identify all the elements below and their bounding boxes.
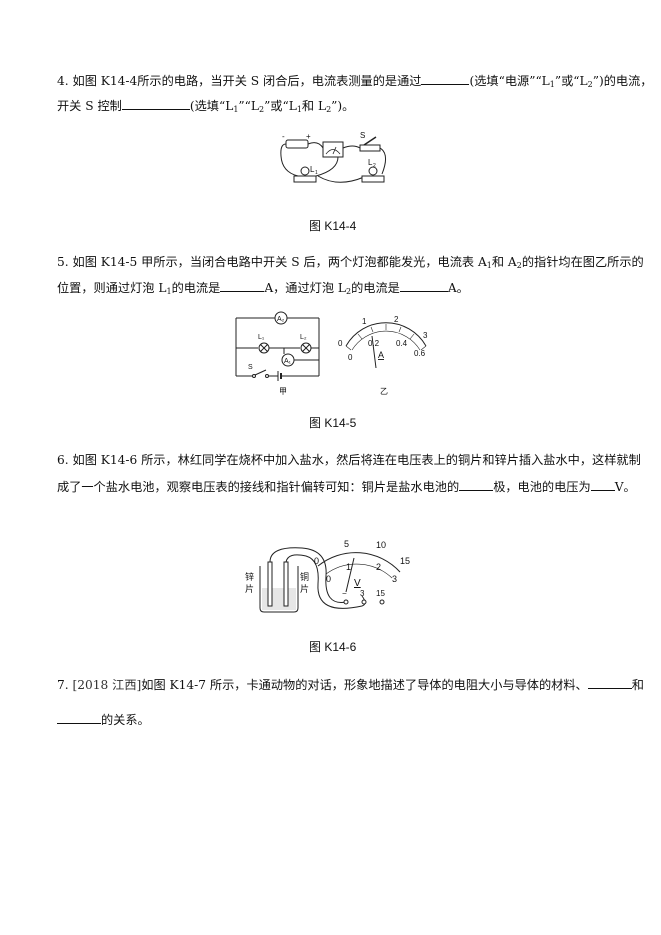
dial-inner-tick: 2 xyxy=(376,562,381,572)
dial-inner-tick: 0.2 xyxy=(368,339,380,348)
q7-blank-1 xyxy=(587,676,632,689)
q5-blank-2 xyxy=(399,279,448,292)
q5-blank-1 xyxy=(220,279,265,292)
dial-outer-tick: 5 xyxy=(344,539,349,549)
q5-line-1: 5. 如图 K14-5 甲所示，当闭合电路中开关 S 后，两个灯泡都能发光，电流… xyxy=(57,255,644,270)
svg-text:2: 2 xyxy=(373,163,376,169)
dial-unit-label: A xyxy=(378,350,384,360)
dial-needle xyxy=(345,557,355,593)
dial-inner-tick: 3 xyxy=(392,574,397,584)
q4-line-2: 开关 S 控制(选填“L1”“L2”或“L1和 L2”)。 xyxy=(57,97,355,114)
switch-label: S xyxy=(360,131,365,140)
q4-blank-2 xyxy=(121,97,190,110)
q7-number: 7. xyxy=(57,678,69,692)
terminal-minus: − xyxy=(342,589,347,598)
dial-outer-tick: 2 xyxy=(394,315,399,324)
svg-text:片: 片 xyxy=(300,583,309,594)
dial-outer-tick: 15 xyxy=(400,556,410,566)
bulb-l1-label: L xyxy=(310,165,315,174)
terminal-3: 3 xyxy=(360,589,365,598)
dial-unit-label: V xyxy=(354,578,361,589)
svg-text:1: 1 xyxy=(315,170,318,176)
q7-line-1: 7. [2018 江西]如图 K14-7 所示，卡通动物的对话，形象地描述了导体… xyxy=(57,676,644,692)
copper-label: 铜 xyxy=(300,571,309,582)
circuit-diagram-jia: A₂ L₁ L₂ A₁ S 甲 xyxy=(235,311,320,396)
q7-source: [2018 江西] xyxy=(72,678,142,692)
terminal-15: 15 xyxy=(376,589,385,598)
ammeter-dial-yi: 0 1 2 3 0 0.2 0.4 0.6 A 乙 xyxy=(338,315,428,396)
q5-number: 5. xyxy=(57,255,69,269)
dial-inner-tick: 0.4 xyxy=(396,339,408,348)
figure-caption-k14-5: 图 K14-5 xyxy=(309,416,357,430)
q4-blank-1 xyxy=(421,72,470,85)
dial-inner-tick: 0 xyxy=(326,574,331,584)
figure-label-jia: 甲 xyxy=(279,387,287,396)
battery-minus-label: - xyxy=(282,132,285,141)
dial-inner-tick: 0.6 xyxy=(414,349,426,358)
dial-outer-tick: 3 xyxy=(423,331,428,340)
dial-inner-tick: 1 xyxy=(346,562,351,572)
q7-line-2: 的关系。 xyxy=(57,711,150,728)
q4-line-1: 4. 如图 K14-4所示的电路，当开关 S 闭合后，电流表测量的是通过(选填“… xyxy=(57,72,653,89)
ammeter-a2-label: A₂ xyxy=(277,316,285,323)
dial-outer-tick: 1 xyxy=(362,317,367,326)
ammeter-a1-label: A₁ xyxy=(284,358,292,365)
bulb-l1-label: L₁ xyxy=(258,334,265,341)
figure-caption-k14-4: 图 K14-4 xyxy=(309,219,357,233)
bulb-l2-label: L xyxy=(368,158,373,167)
dial-outer-tick: 0 xyxy=(314,556,319,566)
dial-needle xyxy=(371,335,377,369)
bulb-l2-label: L₂ xyxy=(300,334,307,341)
circuit-figure-k14-4: - + S L 1 L 2 xyxy=(280,131,386,183)
q6-line-2: 成了一个盐水电池，观察电压表的接线和指针偏转可知：铜片是盐水电池的极，电池的电压… xyxy=(57,478,636,494)
salt-water-battery-figure: 锌 片 铜 片 0 5 10 15 0 1 2 3 V − 3 15 xyxy=(245,539,410,613)
dial-inner-tick: 0 xyxy=(348,353,353,362)
q6-line-1: 6. 如图 K14-6 所示，林红同学在烧杯中加入盐水，然后将连在电压表上的铜片… xyxy=(57,453,641,467)
q6-blank-1 xyxy=(459,478,494,491)
figure-caption-k14-6: 图 K14-6 xyxy=(309,640,357,654)
zinc-label: 锌 xyxy=(245,571,254,582)
svg-text:片: 片 xyxy=(245,583,254,594)
switch-s-label: S xyxy=(248,364,253,371)
q6-blank-2 xyxy=(590,478,615,491)
battery-plus-label: + xyxy=(306,132,311,141)
q7-blank-2 xyxy=(57,711,101,724)
dial-outer-tick: 10 xyxy=(376,540,386,550)
q6-number: 6. xyxy=(57,453,69,467)
dial-outer-tick: 0 xyxy=(338,339,343,348)
figure-label-yi: 乙 xyxy=(380,387,388,396)
q4-number: 4. xyxy=(57,74,69,88)
